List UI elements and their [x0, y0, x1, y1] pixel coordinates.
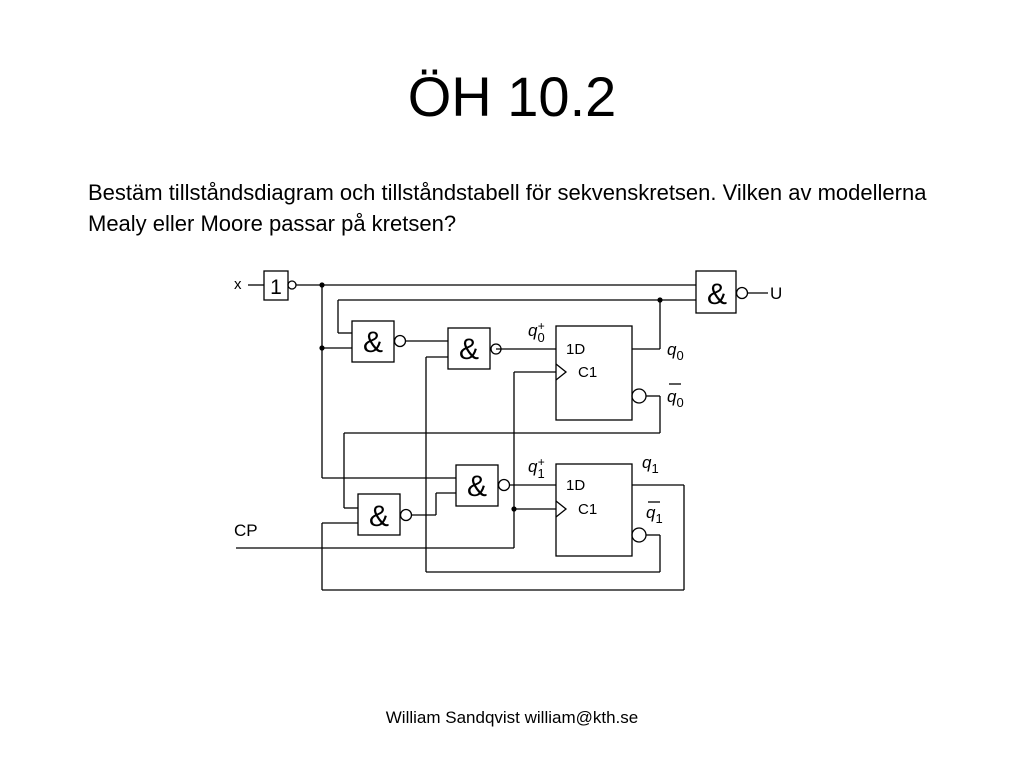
flip-flop-0-clock-triangle: [555, 363, 568, 381]
and-gate-u-symbol: &: [707, 278, 727, 311]
flip-flop-0-c-label: C1: [578, 364, 597, 381]
and-gate-d-symbol: &: [369, 500, 389, 533]
and-gate-a-symbol: &: [363, 326, 383, 359]
footer-author: William Sandqvist william@kth.se: [385, 708, 639, 727]
task-text: Bestäm tillståndsdiagram och tillståndst…: [88, 180, 927, 236]
junction-dots: [319, 282, 663, 512]
q1-plus-label: q1+: [528, 455, 545, 481]
q0-output-label: q0: [667, 340, 684, 363]
flip-flop-0: [555, 325, 633, 421]
wires: [236, 284, 768, 591]
flip-flop-1: [555, 463, 633, 557]
inverter-symbol: 1: [270, 276, 282, 299]
inverter-bubble: [287, 280, 297, 290]
input-x-label: x: [234, 276, 242, 293]
q1-output-label: q1: [642, 453, 659, 476]
and-gate-b: [447, 327, 491, 370]
flip-flop-0-d-label: 1D: [566, 341, 585, 358]
input-cp-label: CP: [234, 521, 258, 540]
and-gate-c-bubble: [497, 478, 511, 492]
flip-flop-1-qbar-bubble: [631, 527, 647, 543]
and-gate-u-bubble: [735, 286, 749, 300]
flip-flop-0-qbar-bubble: [631, 388, 647, 404]
flip-flop-1-clock-triangle: [555, 500, 568, 518]
and-gate-a-bubble: [393, 334, 407, 348]
q0-bar-output-label: q0: [667, 387, 684, 410]
and-gate-d-bubble: [399, 508, 413, 522]
output-u-label: U: [770, 284, 782, 303]
q1-bar-output-label: q1: [646, 503, 663, 526]
flip-flop-1-c-label: C1: [578, 501, 597, 518]
and-gate-b-bubble: [490, 343, 502, 355]
slide-title: ÖH 10.2: [407, 65, 617, 128]
q0-plus-label: q0+: [528, 319, 545, 345]
and-gate-b-symbol: &: [459, 333, 479, 366]
flip-flop-1-d-label: 1D: [566, 477, 585, 494]
and-gate-c-symbol: &: [467, 470, 487, 503]
